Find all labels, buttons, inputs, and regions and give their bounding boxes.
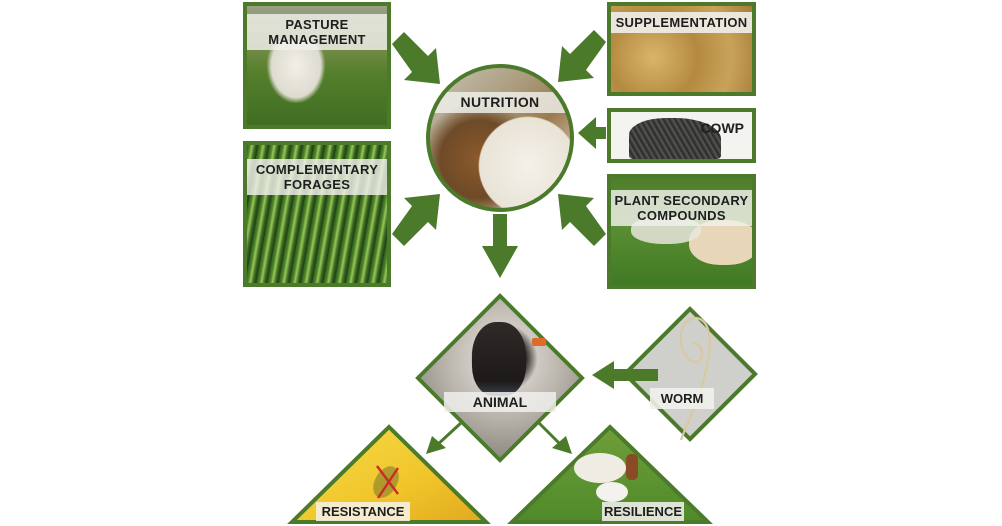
goat-head-shape xyxy=(626,454,638,480)
arrow-cowp-to-nutrition xyxy=(578,117,606,149)
supplementation-box: SUPPLEMENTATION xyxy=(607,2,756,96)
arrow-supplementation-to-nutrition xyxy=(558,30,606,82)
arrow-pasture-to-nutrition xyxy=(392,32,440,84)
ear-tag-icon xyxy=(532,338,546,346)
x-mark-icon xyxy=(376,465,399,499)
animal-label: ANIMAL xyxy=(444,392,556,412)
arrow-animal-to-resilience-line xyxy=(536,420,564,448)
resistance-label: RESISTANCE xyxy=(316,502,410,521)
arrow-psc-to-nutrition xyxy=(558,194,606,246)
pasture-management-box: PASTURE MANAGEMENT xyxy=(243,2,391,129)
complementary-forages-box: COMPLEMENTARY FORAGES xyxy=(243,141,391,287)
plant-secondary-compounds-box: PLANT SECONDARY COMPOUNDS xyxy=(607,174,756,289)
cowp-wire-particles-image xyxy=(629,118,721,159)
arrow-worm-to-animal xyxy=(592,361,658,389)
supplementation-label: SUPPLEMENTATION xyxy=(611,12,752,33)
arrow-forages-to-nutrition xyxy=(392,194,440,246)
parasite-egg-icon xyxy=(373,466,399,498)
kid-goat-shape xyxy=(596,482,628,502)
arrow-animal-to-resistance-line xyxy=(434,420,464,448)
arrow-nutrition-to-animal xyxy=(482,214,518,278)
complementary-forages-label: COMPLEMENTARY FORAGES xyxy=(247,159,387,195)
resilience-label: RESILIENCE xyxy=(602,502,684,521)
cowp-box: COWP xyxy=(607,108,756,163)
sheep-head-shape xyxy=(267,41,325,103)
pasture-management-label: PASTURE MANAGEMENT xyxy=(247,14,387,50)
arrow-animal-to-resistance-head xyxy=(426,436,446,454)
nutrition-hub-circle: NUTRITION xyxy=(426,64,574,212)
cowp-label: COWP xyxy=(700,120,744,136)
nutrition-label: NUTRITION xyxy=(430,92,570,113)
goat-body-shape xyxy=(574,453,626,483)
sheep-face-image xyxy=(472,322,526,396)
worm-label: WORM xyxy=(650,388,714,409)
plant-secondary-compounds-label: PLANT SECONDARY COMPOUNDS xyxy=(611,190,752,226)
arrow-animal-to-resilience-head xyxy=(552,436,572,454)
